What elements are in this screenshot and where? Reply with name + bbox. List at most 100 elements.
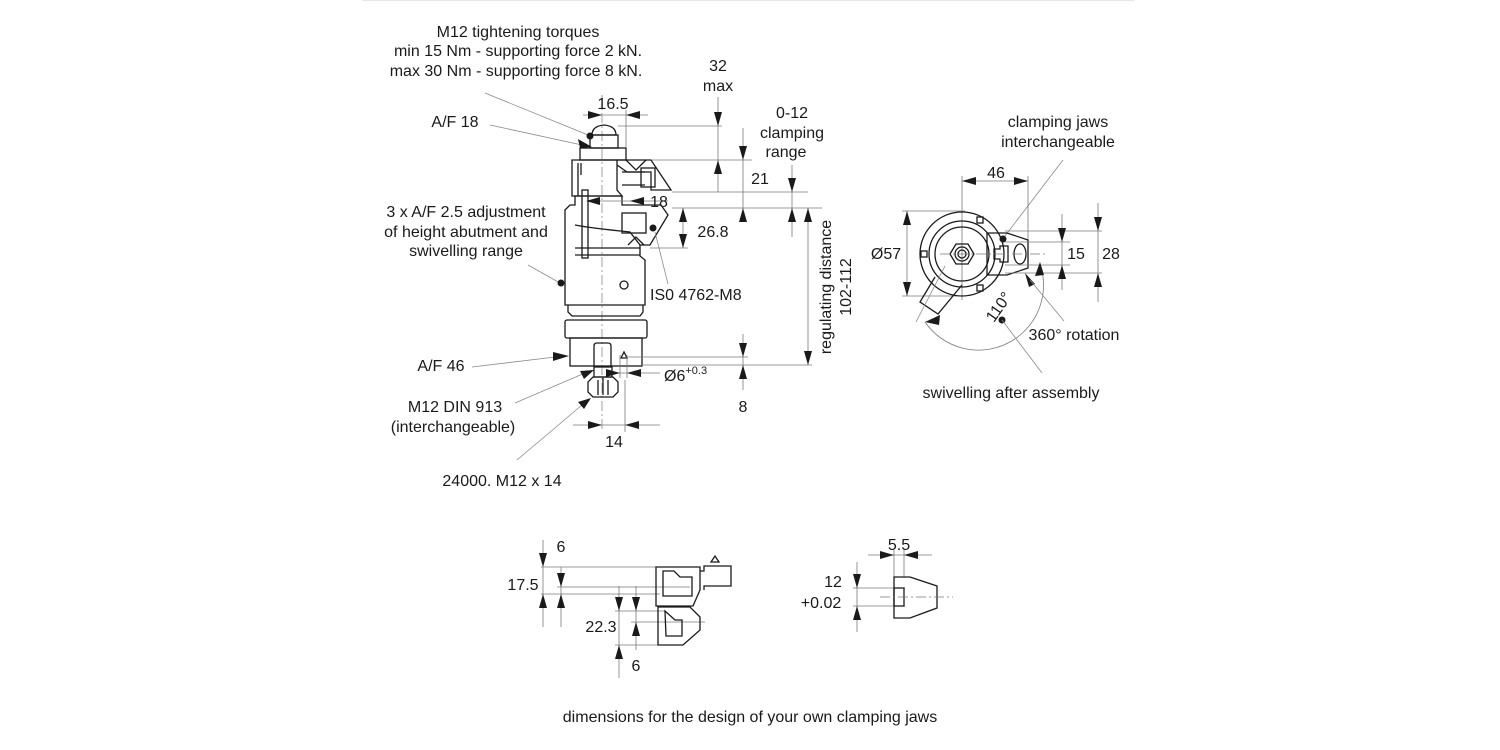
dim-14-label: 14	[605, 434, 623, 451]
base-ring	[564, 319, 648, 339]
swivel-arc-arrow-right	[1035, 262, 1044, 276]
top-divider	[362, 0, 1135, 1]
af46-label: A/F 46	[417, 358, 464, 375]
base-slot	[593, 342, 612, 367]
flange-notch-bottom	[976, 284, 984, 292]
din913-line2: (interchangeable)	[391, 419, 516, 436]
adjust-note-line1: 3 x A/F 2.5 adjustment	[386, 204, 546, 221]
dim-18-label: 18	[650, 194, 668, 211]
jaws-leader-dot	[999, 235, 1007, 243]
swivel-arm	[919, 276, 963, 315]
iso-leader	[654, 231, 669, 285]
upper-body	[571, 159, 624, 197]
af18-arrow	[578, 139, 592, 148]
part-number-label: 24000. M12 x 14	[442, 473, 561, 490]
housing-hole	[619, 280, 629, 290]
dim-12-arrow-bottom	[853, 606, 861, 620]
torque-note-line2: min 15 Nm - supporting force 2 kN.	[394, 43, 642, 60]
swivel-note: swivelling after assembly	[923, 385, 1100, 402]
af18-leader	[489, 124, 583, 146]
clamping-range-line1: 0-12	[776, 105, 808, 122]
dim-16-5-label: 16.5	[597, 96, 628, 113]
middle-housing	[564, 195, 669, 306]
dim-8-arrow-top	[739, 343, 747, 357]
dim-12-tolerance: +0.02	[801, 595, 842, 612]
dim-15-arrow-top	[1058, 228, 1066, 242]
hex-nut	[949, 243, 975, 265]
flange-notch-left	[920, 250, 928, 258]
dim-46-label: 46	[987, 165, 1005, 182]
dim-5-5-label: 5.5	[888, 537, 910, 554]
break-line	[574, 224, 641, 246]
dim-14-arrow-right	[625, 421, 639, 429]
dim-14-arrow-left	[588, 421, 602, 429]
dim-28-label: 28	[1102, 246, 1120, 263]
torque-note-line3: max 30 Nm - supporting force 8 kN.	[390, 63, 643, 80]
af46-arrow	[553, 352, 569, 361]
jaw-lower-profile	[657, 606, 701, 646]
dim-6-top-arrow-bottom	[557, 594, 565, 608]
clamping-range-line3: range	[766, 144, 807, 161]
af18-label: A/F 18	[431, 114, 478, 131]
dim-6-bottom-label: 6	[632, 658, 641, 675]
adjust-slot	[581, 189, 589, 259]
din913-line1: M12 DIN 913	[408, 399, 502, 416]
jaw-stem	[700, 565, 732, 590]
jaws-leader	[1004, 159, 1064, 237]
swivel-ref-line	[915, 265, 946, 323]
torque-note-line1: M12 tightening torques	[437, 24, 600, 41]
dia6-tolerance: +0.3	[685, 365, 707, 377]
dim-6-bottom-arrow-bottom	[632, 622, 640, 636]
clamping-arrow-top	[788, 178, 796, 192]
jaws-note-line2: interchangeable	[1001, 134, 1115, 151]
rotation-leader	[1029, 279, 1065, 322]
neck	[567, 305, 644, 317]
dim-21-arrow-bottom	[739, 208, 747, 222]
dim-5-5-arrow-left	[880, 551, 894, 559]
thrust-pad	[587, 376, 619, 398]
lower-v-notch	[627, 236, 645, 246]
upper-v-notch	[625, 159, 647, 171]
dim-28-arrow-top	[1094, 217, 1102, 231]
dim-21-label: 21	[751, 171, 769, 188]
part-number-arrow	[578, 398, 591, 409]
dim-26-8-arrow-bottom	[679, 234, 687, 248]
dim-16-5-arrow-right	[626, 111, 640, 119]
dim-32-label: 32	[709, 58, 727, 75]
base-mark	[619, 350, 629, 359]
bolt-collar	[579, 147, 627, 161]
din913-leader	[514, 372, 586, 404]
bolt-hex	[589, 134, 619, 149]
jaw-detail: 17.5 6 22.3 6	[507, 539, 732, 678]
dim-32-arrow-bottom	[714, 160, 722, 174]
jaw-upper-profile	[655, 566, 701, 607]
rotation-label: 360° rotation	[1029, 327, 1120, 344]
swivel-arc	[924, 263, 1044, 351]
insert-outline	[893, 576, 938, 619]
dia6-value: Ø6	[664, 368, 685, 385]
surface-mark	[709, 554, 721, 563]
dim-26-8-label: 26.8	[697, 224, 728, 241]
dia6-label: Ø6+0.3	[664, 365, 707, 385]
adjust-leader	[527, 264, 561, 284]
dim-15-arrow-bottom	[1058, 265, 1066, 279]
dim-32-max-label: max	[703, 78, 733, 95]
iso-screw-dot	[649, 224, 657, 232]
dim-32-arrow-top	[714, 112, 722, 126]
dim-17-5-arrow-top	[539, 553, 547, 567]
dim-17-5-arrow-bottom	[539, 594, 547, 608]
dim-12-label: 12	[824, 574, 842, 591]
jaw-lower-pocket	[664, 609, 683, 637]
swivel-leader	[1001, 319, 1043, 374]
dim-26-8-arrow-top	[679, 208, 687, 222]
adjust-leader-dot	[557, 279, 565, 287]
dia6-arrow-right	[627, 369, 641, 377]
dia6-arrow-left	[606, 369, 620, 377]
bolt-head	[591, 124, 617, 136]
regulating-arrow-bottom	[804, 351, 812, 365]
lower-jaw-insert	[621, 212, 647, 234]
dim-22-3-label: 22.3	[585, 619, 616, 636]
regulating-arrow-top	[804, 208, 812, 222]
dim-22-3-arrow-bottom	[615, 645, 623, 659]
